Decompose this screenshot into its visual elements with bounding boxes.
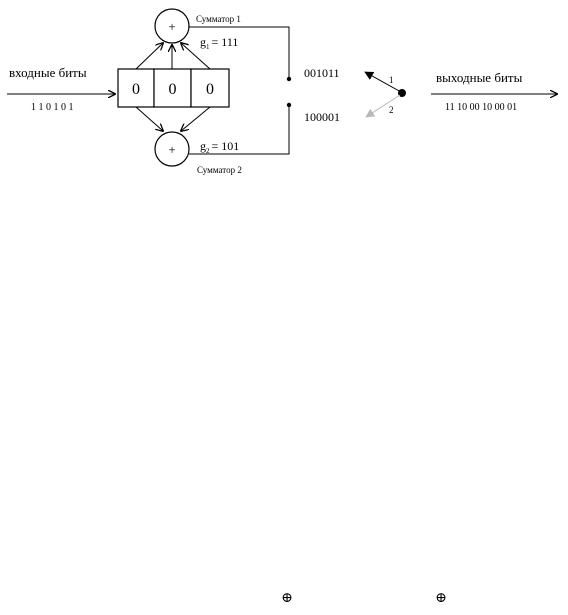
register-cell-2 <box>153 68 192 108</box>
switch-contact-1 <box>286 76 292 82</box>
input-label: входные биты <box>9 65 87 80</box>
tap-arrow-3-to-adder1 <box>181 43 211 70</box>
adder-2-output-line <box>189 106 290 155</box>
switch-arm-position-2 <box>365 94 401 118</box>
register-cell-1-value: 0 <box>132 81 140 98</box>
adder-1-generator: g1= 111 <box>200 35 238 51</box>
output-label: выходные биты <box>436 70 523 85</box>
adder-1-stream: 001011 <box>304 66 340 80</box>
tap-arrow-1-to-adder1 <box>135 43 163 70</box>
switch-position-2-label: 2 <box>389 105 394 115</box>
adder-2-stream: 100001 <box>304 110 340 124</box>
adder-1-circle <box>154 8 190 44</box>
register-cell-3-value: 0 <box>206 81 214 98</box>
adder-2-plus: + <box>168 142 175 157</box>
switch-position-1-label: 1 <box>389 75 394 85</box>
tap-arrow-3-to-adder2 <box>181 106 211 131</box>
xor-symbol-1: ⊕ <box>281 591 293 606</box>
adder-1-name: Сумматор 1 <box>196 14 241 24</box>
adder-1-plus: + <box>168 19 175 34</box>
input-bits: 1 1 0 1 0 1 <box>31 102 74 113</box>
output-bits: 11 10 00 10 00 01 <box>445 102 517 113</box>
adder-1-output-line <box>189 26 290 78</box>
adder-2-circle <box>154 131 190 167</box>
xor-symbol-2: ⊕ <box>435 591 447 606</box>
adder-2-name: Сумматор 2 <box>197 165 242 175</box>
switch-contact-2 <box>286 102 292 108</box>
switch-arm-position-1 <box>364 71 402 93</box>
adder-2-generator: g2= 101 <box>200 139 239 155</box>
register-cell-2-value: 0 <box>169 81 177 98</box>
shift-register: 0 0 0 <box>117 68 230 108</box>
tap-arrow-1-to-adder2 <box>135 106 163 131</box>
